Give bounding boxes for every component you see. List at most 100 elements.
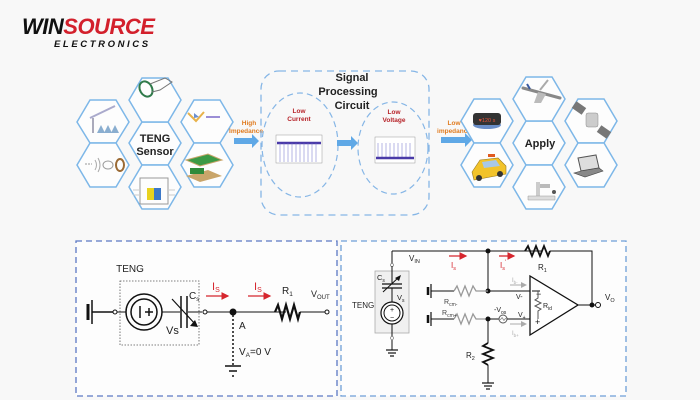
sensor-title-line2: Sensor bbox=[136, 146, 174, 158]
resistor-rcm-plus bbox=[453, 312, 488, 326]
stage1-label-line2: Current bbox=[287, 116, 311, 123]
variable-capacitor-symbol bbox=[171, 296, 198, 328]
satellite-icon bbox=[571, 101, 612, 139]
cs-label: Cs bbox=[377, 273, 385, 284]
arrow2-label-line1: Low bbox=[448, 120, 462, 127]
vin-label: VIN bbox=[409, 254, 420, 265]
minus-sign: − bbox=[390, 315, 394, 322]
stage2-label-line2: Voltage bbox=[383, 117, 406, 124]
apply-title: Apply bbox=[525, 138, 556, 150]
stage-arrow bbox=[337, 136, 358, 150]
resistor-r2 bbox=[480, 342, 496, 366]
r2-label: R2 bbox=[466, 351, 475, 362]
variable-capacitor-symbol bbox=[382, 266, 402, 293]
r1-label: R1 bbox=[538, 263, 547, 274]
is2-label: IS bbox=[254, 281, 262, 294]
is1-label: IS bbox=[212, 281, 220, 294]
resistor-rcm-minus bbox=[453, 284, 488, 298]
hex-upper-left bbox=[76, 99, 130, 144]
arrow2-label-line2: impedance bbox=[437, 128, 471, 135]
terminal bbox=[202, 309, 208, 315]
teng-dotted-box bbox=[119, 280, 200, 346]
arrow1-label-line1: High bbox=[242, 120, 256, 127]
low-impedance-arrow bbox=[441, 133, 472, 147]
ib-minus-label: Ib- bbox=[512, 278, 518, 285]
r1-label: R1 bbox=[282, 286, 293, 298]
low-voltage-waveform-plot bbox=[374, 136, 416, 164]
rcm-plus-label: Rcm+ bbox=[442, 310, 457, 319]
rid-label: Rid bbox=[543, 303, 552, 312]
vout-terminal bbox=[324, 309, 330, 315]
teng-sensor-cluster bbox=[76, 77, 234, 210]
signal-processing-box bbox=[260, 70, 430, 216]
vo-terminal bbox=[595, 302, 601, 308]
resistor-r1 bbox=[273, 300, 302, 324]
processing-title-line3: Circuit bbox=[335, 100, 370, 112]
green-plate-icon bbox=[184, 153, 224, 182]
va-label: VA=0 V bbox=[239, 347, 271, 359]
yellow-blue-block-icon bbox=[133, 177, 175, 205]
ground-symbol bbox=[482, 382, 494, 390]
arrow1-label-line2: Impedance bbox=[229, 128, 263, 135]
vos-label: -Vos bbox=[494, 307, 507, 316]
rcm-minus-label: Rcm- bbox=[444, 299, 458, 308]
winsource-logo: WINSOURCE ELECTRONICS bbox=[22, 14, 155, 51]
vs-label: Vs bbox=[166, 325, 179, 337]
vplus-label: V+ bbox=[518, 312, 526, 321]
taxi-icon bbox=[471, 154, 507, 181]
op-amp-minus: − bbox=[536, 289, 541, 299]
node-a bbox=[229, 308, 237, 316]
stage1-label-line1: Low bbox=[293, 108, 307, 115]
is-prime-label: Is' bbox=[500, 260, 506, 272]
slider-icon bbox=[187, 111, 220, 123]
resistor-r1 bbox=[524, 243, 551, 259]
logo-wordmark: WINSOURCE bbox=[22, 14, 155, 39]
ib-plus-label: Ib+ bbox=[512, 331, 519, 338]
earth-ground-symbol bbox=[426, 312, 454, 326]
teng-label: TENG bbox=[116, 264, 144, 275]
logo-subtitle: ELECTRONICS bbox=[54, 39, 151, 50]
node-a-label: A bbox=[239, 321, 246, 332]
finger-ring-icon bbox=[138, 77, 173, 98]
laptop-icon bbox=[573, 154, 604, 178]
plus-sign: + bbox=[390, 307, 394, 314]
low-voltage-stage bbox=[357, 101, 429, 195]
cs-label: Cs bbox=[189, 291, 199, 303]
earth-ground-symbol bbox=[86, 300, 113, 324]
terminal bbox=[112, 309, 118, 315]
hex-bottom bbox=[128, 164, 182, 210]
earth-ground-symbol bbox=[426, 284, 454, 298]
resistor-rid bbox=[533, 291, 543, 319]
basic-teng-circuit-panel bbox=[75, 240, 338, 397]
processing-title-line1: Signal bbox=[335, 72, 368, 84]
sound-ring-icon bbox=[85, 157, 125, 173]
sensor-title-line1: TENG bbox=[140, 133, 171, 145]
ground-symbol bbox=[225, 365, 241, 377]
vminus-label: V- bbox=[516, 294, 523, 301]
vo-label: VO bbox=[605, 293, 615, 304]
op-amp-plus: + bbox=[535, 317, 540, 327]
hex-top bbox=[128, 77, 182, 123]
wristband-icon: ♥120 s bbox=[473, 113, 501, 129]
logo-win: WIN bbox=[22, 14, 64, 39]
ground-symbol bbox=[386, 349, 398, 357]
airplane-icon bbox=[521, 79, 562, 103]
processing-title-line2: Processing bbox=[318, 86, 377, 98]
junction bbox=[589, 302, 595, 308]
teng-label: TENG bbox=[352, 301, 374, 310]
voltage-source-symbol: + − bbox=[380, 288, 404, 337]
triangle-array-icon bbox=[89, 105, 119, 133]
stage2-label-line1: Low bbox=[388, 109, 402, 116]
is-label: Is bbox=[451, 261, 456, 272]
voltage-source-symbol bbox=[125, 293, 163, 331]
vout-label: VOUT bbox=[311, 289, 330, 301]
high-impedance-arrow bbox=[234, 134, 259, 148]
vs-label: Vs bbox=[397, 293, 405, 304]
medical-device-icon bbox=[527, 182, 556, 201]
low-current-waveform-plot bbox=[275, 134, 323, 164]
logo-source: SOURCE bbox=[63, 14, 155, 39]
wristband-readout: ♥120 s bbox=[479, 118, 496, 124]
hex-upper-right bbox=[180, 99, 234, 144]
hex-lower-right bbox=[180, 142, 234, 188]
